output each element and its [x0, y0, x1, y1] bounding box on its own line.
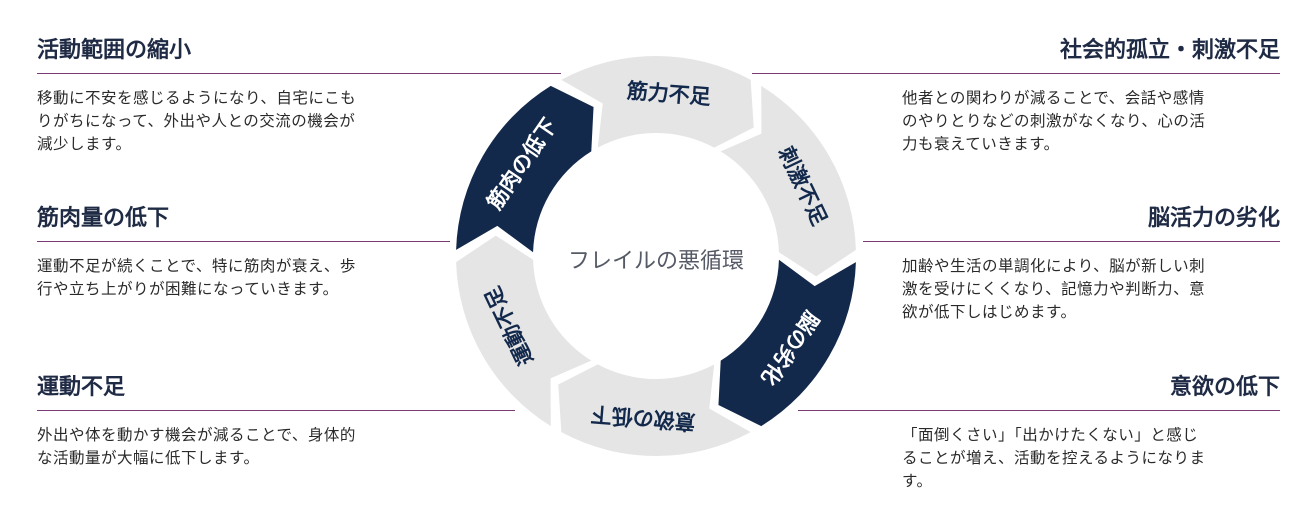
left-desc-1-line-1: 移動に不安を感じるようになり、自宅にこも — [37, 89, 357, 107]
right-desc-3-line-3: す。 — [902, 472, 933, 490]
right-desc-2-line-3: 欲が低下しはじめます。 — [902, 303, 1077, 321]
right-title-3: 意欲の低下 — [1169, 375, 1280, 400]
right-desc-2-line-1: 加齢や生活の単調化により、脳が新しい刺 — [902, 257, 1206, 275]
right-desc-3-line-2: ることが増え、活動を控えるようになりま — [902, 449, 1206, 467]
cycle-segment-1 — [561, 56, 754, 148]
left-title-3: 運動不足 — [37, 375, 126, 400]
right-block-2: 脳活力の劣化 加齢や生活の単調化により、脳が新しい刺 激を受けにくくなり、記憶力… — [863, 205, 1280, 324]
right-desc-1-line-3: 力も衰えていきます。 — [902, 135, 1060, 153]
left-desc-1-line-3: 減少します。 — [37, 135, 132, 153]
left-desc-3-line-1: 外出や体を動かす機会が減ることで、身体的 — [37, 426, 356, 444]
cycle-segment-5 — [456, 235, 592, 427]
cycle-segment-2 — [720, 85, 856, 277]
center-title: フレイルの悪循環 — [568, 249, 744, 274]
right-block-3: 意欲の低下 「面倒くさい」「出かけたくない」と感じ ることが増え、活動を控えるよ… — [798, 374, 1280, 493]
right-desc-1-line-2: のやりとりなどの刺激がなくなり、心の活 — [902, 112, 1206, 130]
left-title-1: 活動範囲の縮小 — [37, 38, 192, 63]
left-desc-1-line-2: りがちになって、外出や人との交流の機会が — [37, 112, 356, 130]
left-desc-1: 移動に不安を感じるようになり、自宅にこも りがちになって、外出や人との交流の機会… — [37, 87, 567, 156]
right-desc-3: 「面倒くさい」「出かけたくない」と感じ ることが増え、活動を控えるようになりま … — [902, 424, 1280, 493]
left-rule-1 — [37, 73, 561, 74]
right-desc-1-line-1: 他者との関わりが減ることで、会話や感情 — [902, 89, 1205, 107]
right-rule-1 — [752, 73, 1280, 74]
cycle-segment-4 — [558, 364, 751, 456]
right-title-1: 社会的孤立・刺激不足 — [1059, 38, 1280, 63]
left-block-2: 筋肉量の低下 運動不足が続くことで、特に筋肉が衰え、歩 行や立ち上がりが困難にな… — [37, 205, 467, 301]
right-desc-2: 加齢や生活の単調化により、脳が新しい刺 激を受けにくくなり、記憶力や判断力、意 … — [902, 255, 1280, 324]
left-desc-2-line-2: 行や立ち上がりが困難になっていきます。 — [37, 280, 339, 298]
cycle-segment-6 — [456, 85, 594, 253]
cycle-segment-3 — [718, 259, 856, 427]
left-desc-3-line-2: な活動量が大幅に低下します。 — [37, 449, 260, 467]
right-desc-3-line-1: 「面倒くさい」「出かけたくない」と感じ — [902, 426, 1199, 444]
right-desc-2-line-2: 激を受けにくくなり、記憶力や判断力、意 — [902, 280, 1206, 298]
left-desc-2-line-1: 運動不足が続くことで、特に筋肉が衰え、歩 — [37, 257, 356, 275]
left-desc-2: 運動不足が続くことで、特に筋肉が衰え、歩 行や立ち上がりが困難になっていきます。 — [37, 255, 467, 301]
right-title-2: 脳活力の劣化 — [1147, 206, 1280, 231]
left-block-1: 活動範囲の縮小 移動に不安を感じるようになり、自宅にこも りがちになって、外出や… — [37, 37, 567, 156]
right-rule-3 — [798, 410, 1280, 411]
left-rule-2 — [37, 241, 450, 242]
left-block-3: 運動不足 外出や体を動かす機会が減ることで、身体的 な活動量が大幅に低下します。 — [37, 374, 527, 470]
right-block-1: 社会的孤立・刺激不足 他者との関わりが減ることで、会話や感情 のやりとりなどの刺… — [752, 37, 1280, 156]
left-title-2: 筋肉量の低下 — [37, 206, 170, 231]
right-rule-2 — [863, 241, 1280, 242]
right-desc-1: 他者との関わりが減ることで、会話や感情 のやりとりなどの刺激がなくなり、心の活 … — [902, 87, 1280, 156]
left-desc-3: 外出や体を動かす機会が減ることで、身体的 な活動量が大幅に低下します。 — [37, 424, 527, 470]
left-rule-3 — [37, 410, 515, 411]
